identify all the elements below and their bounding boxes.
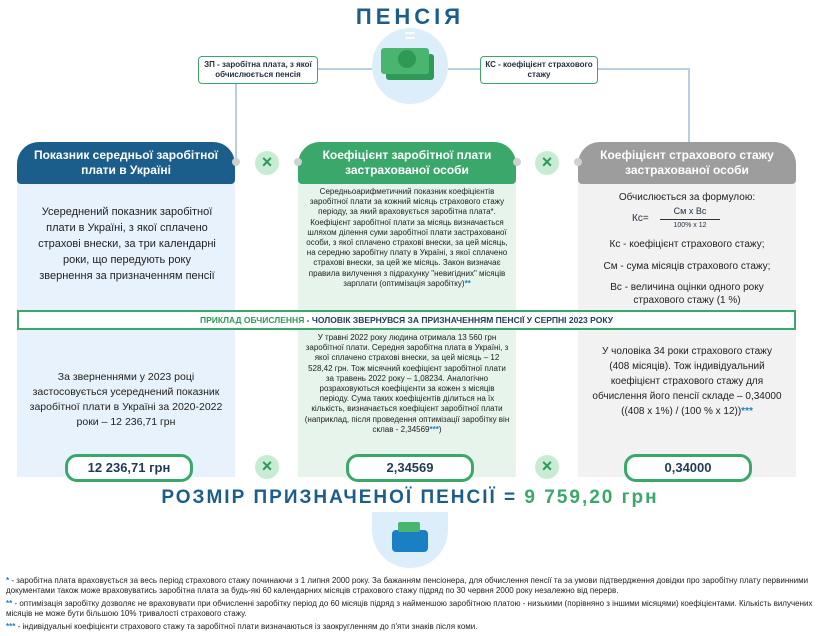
formula-intro: Обчислюється за формулою: [618, 192, 756, 203]
definition-zp: ЗП - заробітна плата, з якої обчислюєтьс… [198, 56, 318, 84]
formula: Кс= См х Вс 100% х 12 [632, 206, 742, 236]
connector-dot [513, 158, 521, 166]
heading-salary-coefficient: Коефіцієнт заробітної плати застраховано… [298, 142, 516, 184]
average-salary-example: За зверненнями у 2023 році застосовуєтьс… [29, 371, 223, 428]
result-equals: = [496, 487, 525, 508]
money-icon [381, 48, 434, 80]
footnote-mark: ** [464, 278, 471, 288]
footnote-mark: *** [6, 622, 16, 631]
multiply-icon: × [255, 455, 279, 479]
footnote-2: ** - оптимізація заробітку дозволяє не в… [6, 599, 814, 619]
multiply-icon: × [535, 151, 559, 175]
formula-legend-sm: См - сума місяців страхового стажу; [603, 261, 771, 272]
example-label: ПРИКЛАД ОБЧИСЛЕННЯ [199, 315, 305, 325]
formula-lhs: Кс= [632, 213, 649, 224]
salary-coefficient-example-end: ) [438, 424, 442, 434]
page-title: ПЕНСІЯ [355, 4, 465, 29]
connector-right-down [688, 68, 690, 162]
connector-dot [232, 158, 240, 166]
formula-line [660, 219, 720, 220]
salary-coefficient-example-text: У травні 2022 року людина отримала 13 56… [304, 333, 510, 434]
example-text: - ЧОЛОВІК ЗВЕРНУВСЯ ЗА ПРИЗНАЧЕННЯМ ПЕНС… [304, 315, 614, 325]
formula-numerator: См х Вс [673, 206, 707, 216]
result-value: 9 759,20 грн [524, 487, 659, 508]
salary-coefficient-value: 2,34569 [346, 454, 474, 482]
salary-coefficient-description: Середньоарифметичний показник коефіцієнт… [304, 187, 510, 289]
footnote-text: - заробітна плата враховується за весь п… [6, 576, 809, 595]
formula-denominator: 100% х 12 [673, 222, 707, 229]
example-bar: ПРИКЛАД ОБЧИСЛЕННЯ - ЧОЛОВІК ЗВЕРНУВСЯ З… [17, 310, 796, 330]
experience-coefficient-value: 0,34000 [624, 454, 752, 482]
footnote-mark: ** [6, 599, 13, 608]
connector-dot [574, 158, 582, 166]
footnote-3: *** - індивідуальні коефіцієнти страхово… [6, 622, 814, 632]
multiply-icon: × [535, 455, 559, 479]
connector-dot [294, 158, 302, 166]
footnote-text: - оптимізація заробітку дозволяє не врах… [6, 599, 813, 618]
salary-coefficient-example: У травні 2022 року людина отримала 13 56… [304, 333, 510, 435]
average-salary-description: Усереднений показник заробітної плати в … [38, 206, 216, 282]
formula-legend-ks: Кс - коефіцієнт страхового стажу; [609, 239, 765, 250]
money-circle [372, 28, 448, 104]
salary-coefficient-description-text: Середньоарифметичний показник коефіцієнт… [306, 187, 508, 288]
footnote-mark: *** [741, 406, 753, 417]
definition-ks: КС - коефіцієнт страхового стажу [480, 56, 598, 84]
formula-legend-vs: Вс - величина оцінки одного року страхов… [610, 282, 764, 306]
experience-coefficient-example-text: У чоловіка 34 роки страхового стажу (408… [592, 346, 782, 417]
wallet-circle [372, 512, 448, 568]
footnote-1: * - заробітна плата враховується за весь… [6, 576, 814, 596]
footnote-mark: *** [429, 424, 439, 434]
result-label: РОЗМІР ПРИЗНАЧЕНОЇ ПЕНСІЇ [161, 487, 497, 508]
heading-average-salary: Показник середньої заробітної плати в Ук… [17, 142, 235, 184]
equals-sign: = [404, 26, 416, 46]
heading-experience-coefficient: Коефіцієнт страхового стажу застраховано… [578, 142, 796, 184]
footnote-text: - індивідуальні коефіцієнти страхового с… [15, 622, 478, 631]
multiply-icon: × [255, 151, 279, 175]
pension-result: РОЗМІР ПРИЗНАЧЕНОЇ ПЕНСІЇ = 9 759,20 грн [0, 487, 820, 509]
wallet-icon [392, 522, 428, 552]
average-salary-value: 12 236,71 грн [65, 454, 193, 482]
experience-coefficient-example: У чоловіка 34 роки страхового стажу (408… [592, 344, 782, 419]
connector-left-down [235, 68, 237, 162]
footnote-mark: * [6, 576, 10, 585]
